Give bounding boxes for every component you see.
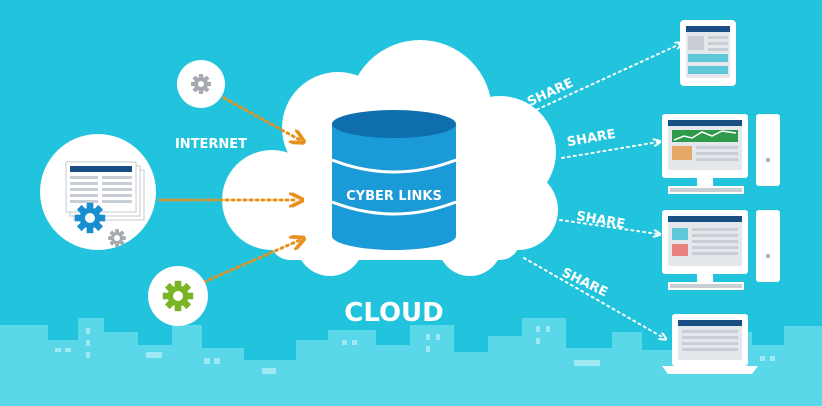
desktop-computer-icon bbox=[662, 114, 780, 194]
share-label-1: SHARE bbox=[525, 76, 576, 110]
city-skyline bbox=[0, 318, 822, 406]
share-arrow-4 bbox=[523, 257, 664, 338]
document-gears-icon bbox=[40, 134, 156, 250]
share-arrow-1 bbox=[487, 44, 680, 133]
share-arrow-3 bbox=[559, 219, 658, 234]
incoming-arrows bbox=[158, 96, 300, 284]
desktop-computer-icon bbox=[662, 210, 780, 290]
laptop-icon bbox=[662, 314, 758, 374]
share-arrows bbox=[487, 44, 680, 338]
arrow-left-top bbox=[222, 96, 300, 140]
arrow-left-bottom bbox=[202, 240, 300, 284]
share-label-3: SHARE bbox=[575, 209, 626, 232]
skyline-windows bbox=[55, 326, 775, 374]
internet-label: INTERNET bbox=[175, 137, 247, 152]
tablet-icon bbox=[680, 20, 736, 86]
database-icon bbox=[331, 110, 457, 250]
gear-icon bbox=[148, 266, 208, 326]
database-label: CYBER LINKS bbox=[346, 189, 442, 204]
share-label-2: SHARE bbox=[566, 127, 617, 150]
share-arrow-2 bbox=[561, 142, 658, 159]
gear-icon bbox=[177, 60, 225, 108]
cloud-label: CLOUD bbox=[344, 298, 444, 328]
